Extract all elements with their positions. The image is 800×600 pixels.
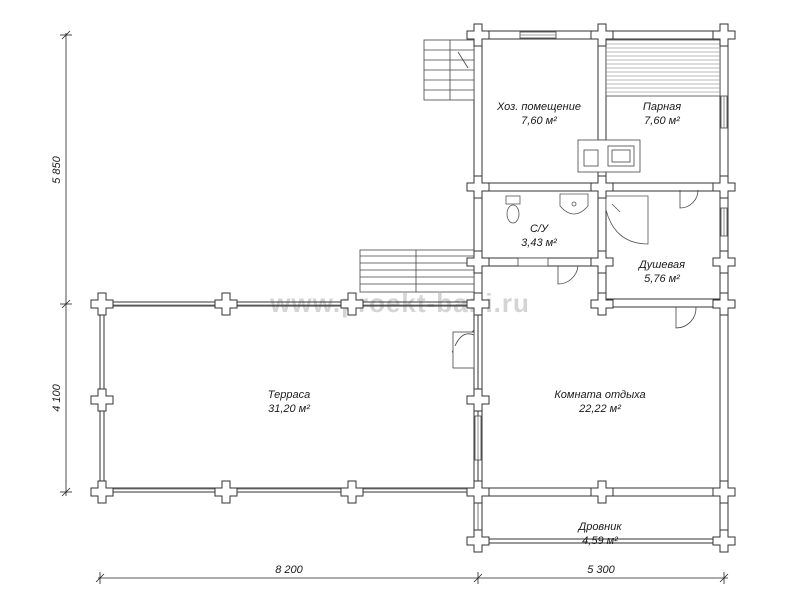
room-area: 3,43 м² xyxy=(521,237,557,249)
room-area: 4,59 м² xyxy=(582,535,618,547)
room-name: Дровник xyxy=(576,521,622,533)
room-area: 22,22 м² xyxy=(578,403,621,415)
stove-icon xyxy=(577,139,641,173)
stairs-top xyxy=(423,39,475,101)
dimension-height-bottom: 4 100 xyxy=(51,383,63,411)
room-name: Хоз. помещение xyxy=(496,101,581,113)
room-area: 7,60 м² xyxy=(521,115,557,127)
room-name: С/У xyxy=(530,223,549,235)
stairs-terrace xyxy=(359,249,475,293)
room-label-utility: Хоз. помещение 7,60 м² xyxy=(496,101,581,127)
room-label-steam: Парная 7,60 м² xyxy=(643,101,681,127)
room-name: Парная xyxy=(643,101,681,113)
room-area: 7,60 м² xyxy=(644,115,680,127)
dimension-height-top: 5 850 xyxy=(51,155,63,183)
room-name: Комната отдыха xyxy=(554,389,645,401)
shower-tray-icon xyxy=(605,195,649,245)
room-area: 31,20 м² xyxy=(268,403,310,415)
doors xyxy=(451,139,699,369)
dimension-horizontal xyxy=(95,572,729,584)
room-label-terrace: Терраса 31,20 м² xyxy=(268,389,310,415)
room-label-shower: Душевая 5,76 м² xyxy=(637,259,685,285)
room-area: 5,76 м² xyxy=(644,273,680,285)
room-name: Душевая xyxy=(637,259,685,271)
dimension-width-right: 5 300 xyxy=(587,564,615,576)
room-label-wc: С/У 3,43 м² xyxy=(521,223,557,249)
sink-icon xyxy=(559,193,589,215)
room-label-lounge: Комната отдыха 22,22 м² xyxy=(554,389,645,415)
watermark-text: www.proekt-bani.ru xyxy=(269,288,530,318)
steam-room-shelves xyxy=(605,39,721,97)
dimension-width-left: 8 200 xyxy=(275,564,303,576)
room-name: Терраса xyxy=(268,389,310,401)
dimension-vertical xyxy=(60,30,72,497)
toilet-icon xyxy=(505,195,521,224)
room-label-woodshed: Дровник 4,59 м² xyxy=(576,521,622,547)
windows xyxy=(474,31,728,461)
